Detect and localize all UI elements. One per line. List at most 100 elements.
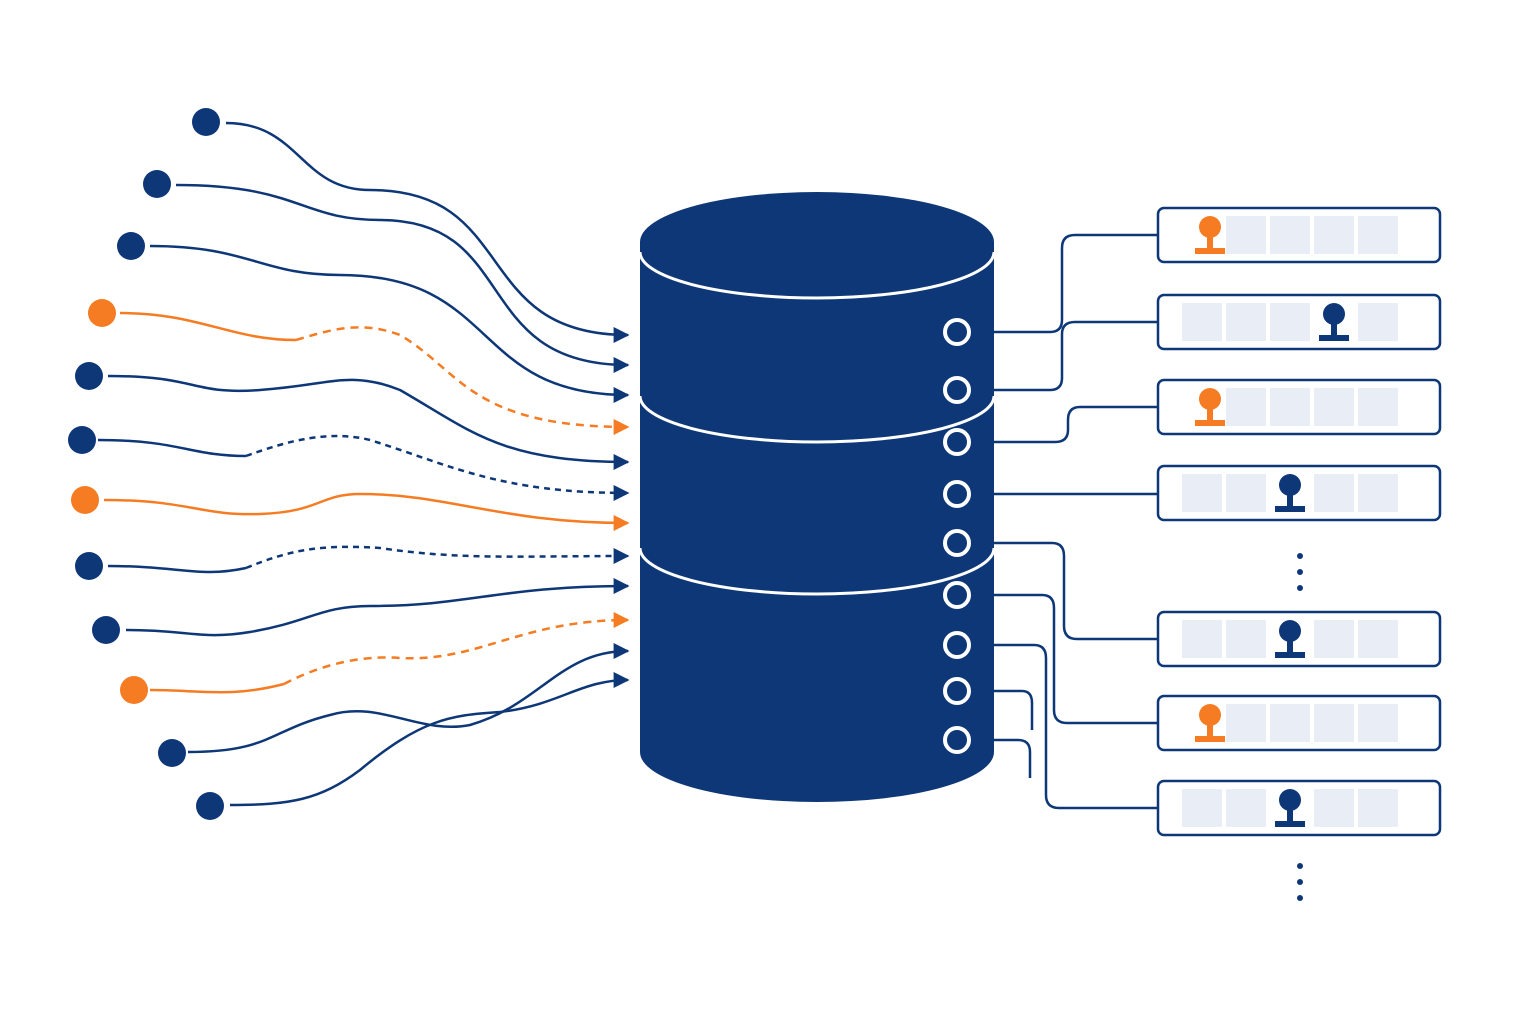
- database-separator: [638, 395, 996, 444]
- flow-line-6-solid: [97, 438, 247, 458]
- connector-3: [972, 405, 1158, 444]
- port-ring: [943, 581, 971, 609]
- database-top: [640, 192, 994, 292]
- user-marker-icon: [1275, 789, 1305, 827]
- database-ports: [943, 318, 971, 754]
- connector-1: [972, 233, 1158, 334]
- user-marker-icon: [1319, 303, 1349, 341]
- flow-line-9: [125, 578, 630, 637]
- source-node: [117, 232, 145, 260]
- record-cell: [1226, 704, 1266, 742]
- port-ring: [943, 428, 971, 456]
- flow-line-8-dashed: [245, 545, 630, 570]
- record-cell: [1358, 388, 1398, 426]
- flow-line-3: [149, 244, 630, 403]
- record-cell: [1358, 789, 1398, 827]
- record-cell: [1226, 789, 1266, 827]
- record-cell: [1226, 388, 1266, 426]
- record-cell: [1358, 620, 1398, 658]
- record-cell: [1226, 216, 1266, 254]
- source-node: [92, 616, 120, 644]
- record-cell: [1270, 216, 1310, 254]
- record-cell: [1314, 388, 1354, 426]
- port-ring: [943, 480, 971, 508]
- record-cell: [1314, 620, 1354, 658]
- connector-9: [972, 738, 1032, 778]
- flow-line-11: [187, 643, 630, 754]
- flow-line-10-dashed: [283, 612, 630, 686]
- database-separator: [638, 251, 996, 300]
- port-ring: [943, 318, 971, 346]
- record-cell: [1226, 303, 1266, 341]
- record-cell: [1226, 474, 1266, 512]
- record-row: [1156, 694, 1442, 752]
- source-node: [196, 792, 224, 820]
- record-cell: [1314, 216, 1354, 254]
- record-cell: [1270, 388, 1310, 426]
- record-row: [1156, 779, 1442, 837]
- connector-5: [972, 541, 1158, 641]
- record-cell: [1182, 620, 1222, 658]
- record-row: [1156, 378, 1442, 436]
- port-ring: [943, 529, 971, 557]
- database-separator: [638, 547, 996, 596]
- port-ring: [943, 677, 971, 705]
- user-marker-icon: [1195, 216, 1225, 254]
- source-node: [192, 108, 220, 136]
- record-cell: [1314, 474, 1354, 512]
- flow-line-5: [107, 374, 630, 470]
- source-node: [75, 552, 103, 580]
- record-row: [1156, 293, 1442, 351]
- record-cell: [1314, 789, 1354, 827]
- user-marker-icon: [1195, 388, 1225, 426]
- user-marker-icon: [1195, 704, 1225, 742]
- flow-line-2: [175, 183, 630, 373]
- user-marker-icon: [1275, 474, 1305, 512]
- flow-line-1: [225, 121, 630, 343]
- flow-line-8-solid: [107, 564, 247, 574]
- flow-line-4-solid: [119, 311, 297, 342]
- record-cell: [1270, 704, 1310, 742]
- database-body: [640, 242, 994, 802]
- flow-line-6-dashed: [245, 434, 630, 501]
- source-node: [88, 299, 116, 327]
- connector-2: [972, 320, 1158, 392]
- port-ring: [943, 726, 971, 754]
- record-cell: [1358, 216, 1398, 254]
- record-cell: [1182, 789, 1222, 827]
- ellipsis-icon: [1297, 553, 1303, 591]
- record-row: [1156, 206, 1442, 264]
- connector-8: [972, 689, 1034, 730]
- record-cell: [1358, 303, 1398, 341]
- record-list: [1156, 206, 1442, 837]
- record-cell: [1358, 704, 1398, 742]
- flow-line-10-solid: [149, 682, 285, 694]
- user-marker-icon: [1275, 620, 1305, 658]
- source-node: [68, 426, 96, 454]
- flow-line-7: [103, 492, 630, 531]
- flow-line-12: [229, 672, 630, 807]
- port-ring: [943, 631, 971, 659]
- source-node: [75, 362, 103, 390]
- output-connectors: [972, 233, 1158, 810]
- record-cell: [1314, 704, 1354, 742]
- record-cell: [1182, 303, 1222, 341]
- port-ring: [943, 376, 971, 404]
- source-nodes: [68, 108, 224, 820]
- record-cell: [1226, 620, 1266, 658]
- source-flows: [97, 121, 630, 807]
- record-row: [1156, 464, 1442, 522]
- record-cell: [1270, 303, 1310, 341]
- record-cell: [1182, 474, 1222, 512]
- database-cylinder-icon: [638, 192, 996, 802]
- record-row: [1156, 610, 1442, 668]
- source-node: [71, 486, 99, 514]
- source-node: [143, 170, 171, 198]
- flow-line-4-dashed: [295, 326, 630, 435]
- record-cell: [1358, 474, 1398, 512]
- connector-7: [972, 643, 1158, 810]
- connector-6: [972, 593, 1158, 725]
- ellipsis-icon: [1297, 863, 1303, 901]
- source-node: [158, 739, 186, 767]
